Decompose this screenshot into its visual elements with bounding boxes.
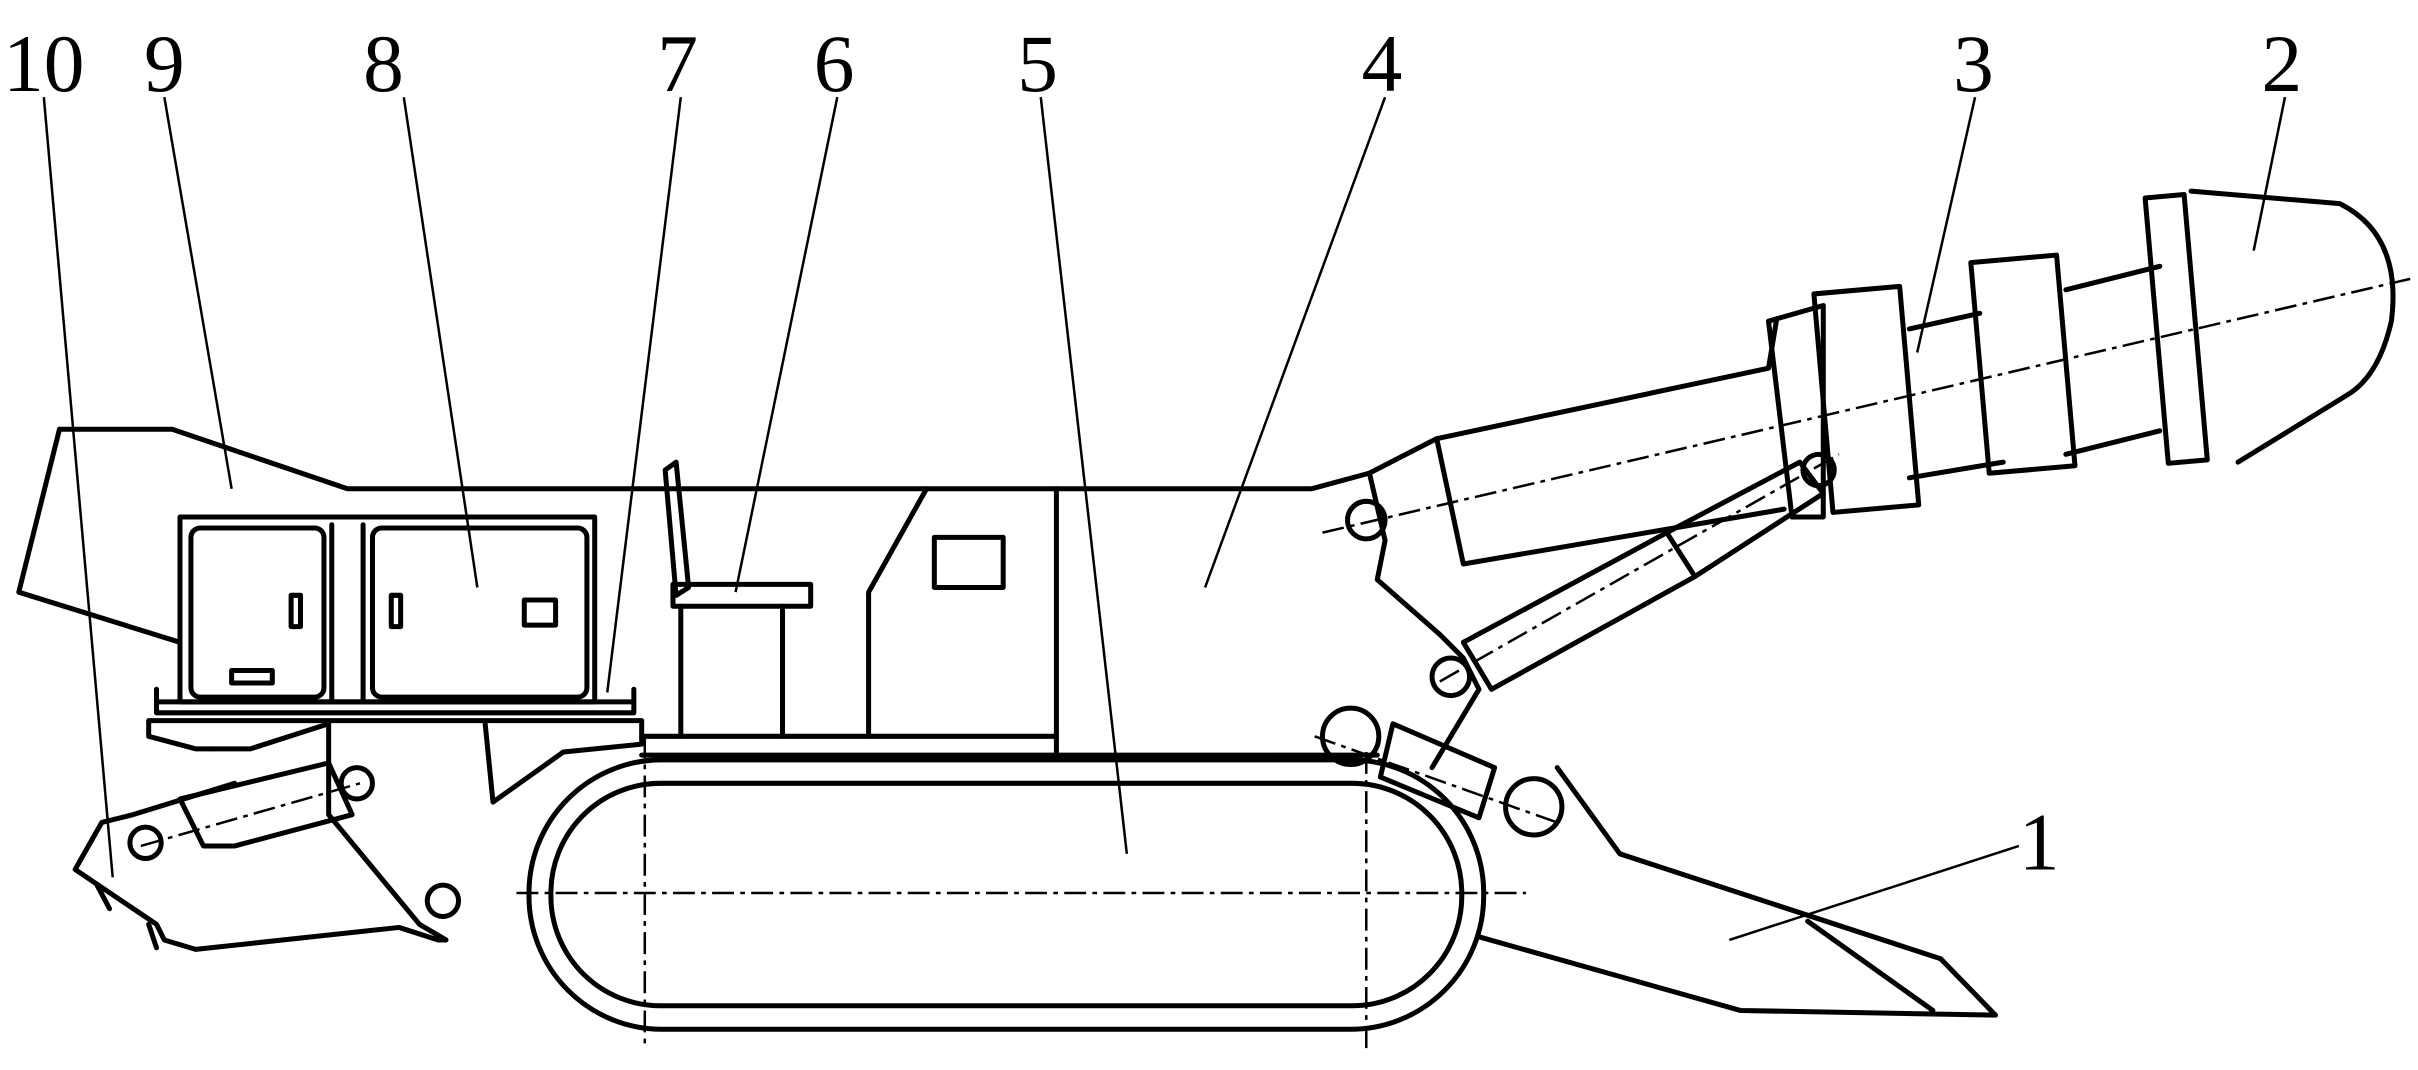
- label-7: 7: [657, 18, 698, 109]
- label-2: 2: [2261, 18, 2302, 109]
- rear-stabilizer: [72, 721, 462, 952]
- label-5: 5: [1017, 18, 1058, 109]
- crawler-track: [516, 736, 1526, 1050]
- label-10: 10: [3, 18, 84, 109]
- label-1: 1: [2019, 796, 2060, 887]
- loading-shovel: [1476, 765, 1998, 1018]
- label-9: 9: [144, 18, 185, 109]
- label-8: 8: [363, 18, 404, 109]
- operator-seat: [662, 459, 814, 739]
- label-6: 6: [814, 18, 855, 109]
- leader-lines: [42, 96, 2287, 942]
- lift-cylinders: [1314, 451, 1840, 838]
- main-frame: [639, 470, 1482, 771]
- label-3: 3: [1953, 18, 1994, 109]
- cutting-head: [2188, 188, 2396, 465]
- cutting-arm: [1345, 192, 2210, 567]
- electrical-cabinet: [177, 514, 598, 705]
- label-4: 4: [1362, 18, 1403, 109]
- rear-body: [56, 318, 1779, 492]
